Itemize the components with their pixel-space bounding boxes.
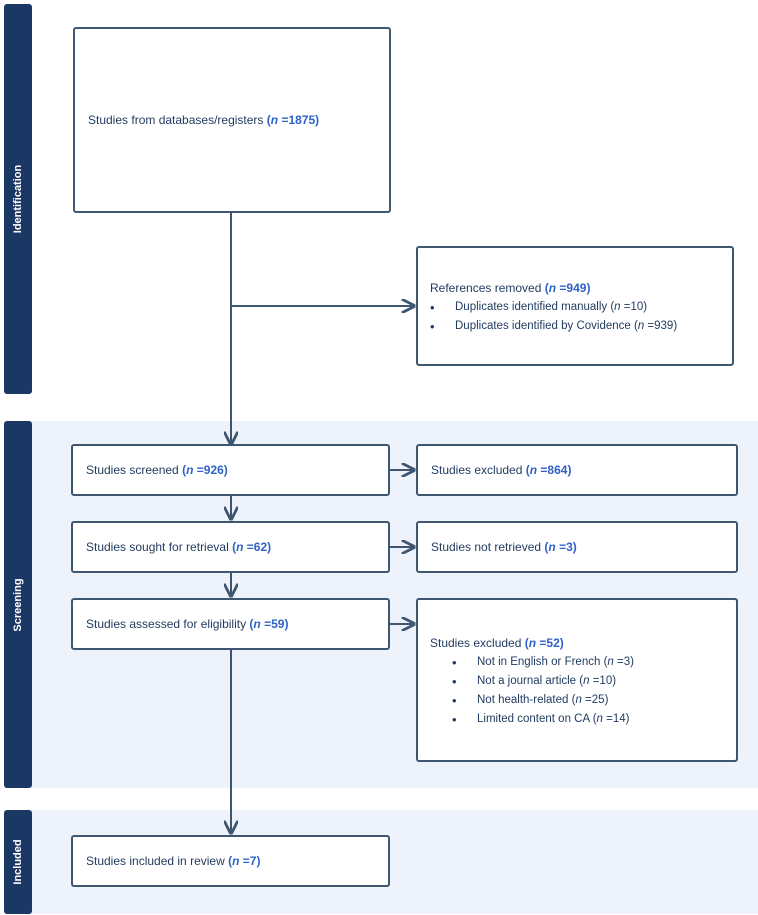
sought-box: Studies sought for retrieval (n =62) (71, 521, 390, 573)
assessed-text: Studies assessed for eligibility (n =59) (86, 617, 289, 631)
list-item: Limited content on CA (n =14) (452, 710, 736, 729)
list-item: Not a journal article (n =10) (452, 672, 736, 691)
not-retrieved-box: Studies not retrieved (n =3) (416, 521, 738, 573)
included-box: Studies included in review (n =7) (71, 835, 390, 887)
excluded1-text: Studies excluded (n =864) (431, 463, 572, 477)
excluded2-title: Studies excluded (n =52) (430, 636, 564, 650)
assessed-box: Studies assessed for eligibility (n =59) (71, 598, 390, 650)
list-item: Not health-related (n =25) (452, 691, 736, 710)
list-item: Duplicates identified by Covidence (n =9… (430, 317, 732, 336)
excluded2-box: Studies excluded (n =52) Not in English … (416, 598, 738, 762)
list-item: Not in English or French (n =3) (452, 653, 736, 672)
not-retrieved-text: Studies not retrieved (n =3) (431, 540, 577, 554)
excluded1-box: Studies excluded (n =864) (416, 444, 738, 496)
stage-screening: Screening (4, 421, 32, 788)
stage-identification: Identification (4, 4, 32, 394)
list-item: Duplicates identified manually (n =10) (430, 298, 732, 317)
records-box: Studies from databases/registers (n =187… (73, 27, 391, 213)
excluded2-list: Not in English or French (n =3) Not a jo… (452, 653, 736, 729)
screened-text: Studies screened (n =926) (86, 463, 228, 477)
included-text: Studies included in review (n =7) (86, 854, 261, 868)
removed-box: References removed (n =949) Duplicates i… (416, 246, 734, 366)
records-text: Studies from databases/registers (n =187… (88, 113, 320, 127)
stage-included: Included (4, 810, 32, 914)
screened-box: Studies screened (n =926) (71, 444, 390, 496)
removed-list: Duplicates identified manually (n =10) D… (430, 298, 732, 336)
sought-text: Studies sought for retrieval (n =62) (86, 540, 272, 554)
removed-title: References removed (n =949) (430, 281, 591, 295)
